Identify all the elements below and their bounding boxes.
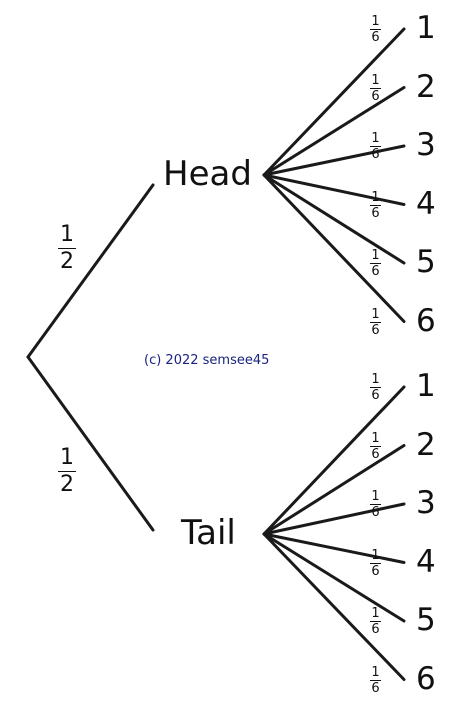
- outcome-probability-head-5-bar: [370, 263, 381, 264]
- outcome-label-tail-6: 6: [416, 660, 436, 697]
- outcome-probability-head-2-bar: [370, 87, 381, 89]
- outcome-label-head-1: 1: [416, 10, 436, 46]
- outcome-probability-tail-1-bar: [370, 387, 381, 388]
- outcome-probability-head-4-numerator: 1: [371, 189, 380, 205]
- outcome-probability-head-6-numerator: 1: [371, 306, 380, 322]
- outcome-probability-head-4-denominator: 6: [371, 205, 380, 221]
- outcome-probability-tail-1-numerator: 1: [371, 372, 380, 387]
- outcome-probability-head-6-bar: [370, 321, 381, 323]
- branch-probability-tail-denominator: 2: [60, 472, 74, 497]
- branch-line-head: [26, 183, 155, 359]
- branch-probability-head-bar: [58, 248, 76, 249]
- outcome-label-head-4: 4: [416, 185, 436, 222]
- outcome-probability-head-5-denominator: 6: [371, 264, 380, 279]
- outcome-label-head-2: 2: [416, 68, 436, 105]
- outcome-label-head-6: 6: [416, 302, 436, 339]
- outcome-probability-tail-5-denominator: 6: [371, 622, 380, 637]
- outcome-line-tail-3: [262, 502, 406, 536]
- outcome-probability-tail-4-denominator: 6: [371, 563, 380, 579]
- outcome-probability-head-2-numerator: 1: [371, 72, 380, 88]
- outcome-probability-tail-2-bar: [370, 445, 381, 447]
- outcome-probability-head-1-bar: [370, 29, 381, 30]
- outcome-line-tail-5: [262, 532, 406, 623]
- node-label-tail: Tail: [181, 513, 236, 553]
- outcome-probability-tail-1-denominator: 6: [371, 388, 380, 403]
- outcome-probability-tail-5-bar: [370, 621, 381, 622]
- outcome-probability-tail-5-numerator: 1: [371, 606, 380, 621]
- outcome-probability-head-2-denominator: 6: [371, 88, 380, 104]
- branch-probability-head-numerator: 1: [60, 222, 74, 247]
- outcome-probability-head-3-bar: [370, 146, 381, 147]
- copyright-text: (c) 2022 semsee45: [144, 353, 270, 368]
- outcome-line-head-4: [262, 173, 406, 206]
- outcome-line-tail-1: [262, 385, 406, 536]
- outcome-probability-head-3-denominator: 6: [371, 147, 380, 162]
- outcome-probability-head-3-numerator: 1: [371, 131, 380, 146]
- outcome-label-tail-3: 3: [416, 485, 436, 521]
- outcome-probability-head-1-denominator: 6: [371, 30, 380, 45]
- outcome-label-tail-4: 4: [416, 543, 436, 580]
- branch-probability-tail-bar: [58, 471, 76, 472]
- outcome-line-head-2: [262, 86, 406, 177]
- outcome-probability-head-1-numerator: 1: [371, 14, 380, 29]
- outcome-probability-tail-2-numerator: 1: [371, 430, 380, 446]
- outcome-label-tail-5: 5: [416, 602, 436, 638]
- outcome-probability-tail-2-denominator: 6: [371, 446, 380, 462]
- outcome-line-head-6: [262, 173, 406, 323]
- outcome-label-head-3: 3: [416, 127, 436, 163]
- outcome-line-tail-6: [262, 532, 406, 681]
- branch-probability-head-denominator: 2: [60, 249, 74, 274]
- branch-probability-tail-numerator: 1: [60, 445, 74, 470]
- node-label-head: Head: [163, 154, 252, 194]
- outcome-label-tail-2: 2: [416, 426, 436, 463]
- outcome-probability-tail-6-numerator: 1: [371, 664, 380, 680]
- branch-line-tail: [26, 355, 155, 532]
- outcome-line-head-1: [262, 27, 406, 177]
- outcome-probability-tail-4-numerator: 1: [371, 547, 380, 563]
- outcome-probability-tail-6-bar: [370, 679, 381, 681]
- outcome-probability-tail-4-bar: [370, 562, 381, 564]
- outcome-line-head-3: [262, 144, 406, 177]
- outcome-line-tail-4: [262, 532, 406, 564]
- outcome-line-head-5: [262, 173, 406, 265]
- outcome-probability-head-6-denominator: 6: [371, 322, 380, 338]
- outcome-probability-tail-6-denominator: 6: [371, 680, 380, 696]
- outcome-probability-tail-3-bar: [370, 504, 381, 505]
- outcome-probability-head-4-bar: [370, 204, 381, 206]
- outcome-label-head-5: 5: [416, 244, 436, 280]
- outcome-probability-head-5-numerator: 1: [371, 248, 380, 263]
- outcome-probability-tail-3-numerator: 1: [371, 489, 380, 504]
- outcome-probability-tail-3-denominator: 6: [371, 505, 380, 520]
- outcome-label-tail-1: 1: [416, 368, 436, 404]
- outcome-line-tail-2: [262, 444, 406, 536]
